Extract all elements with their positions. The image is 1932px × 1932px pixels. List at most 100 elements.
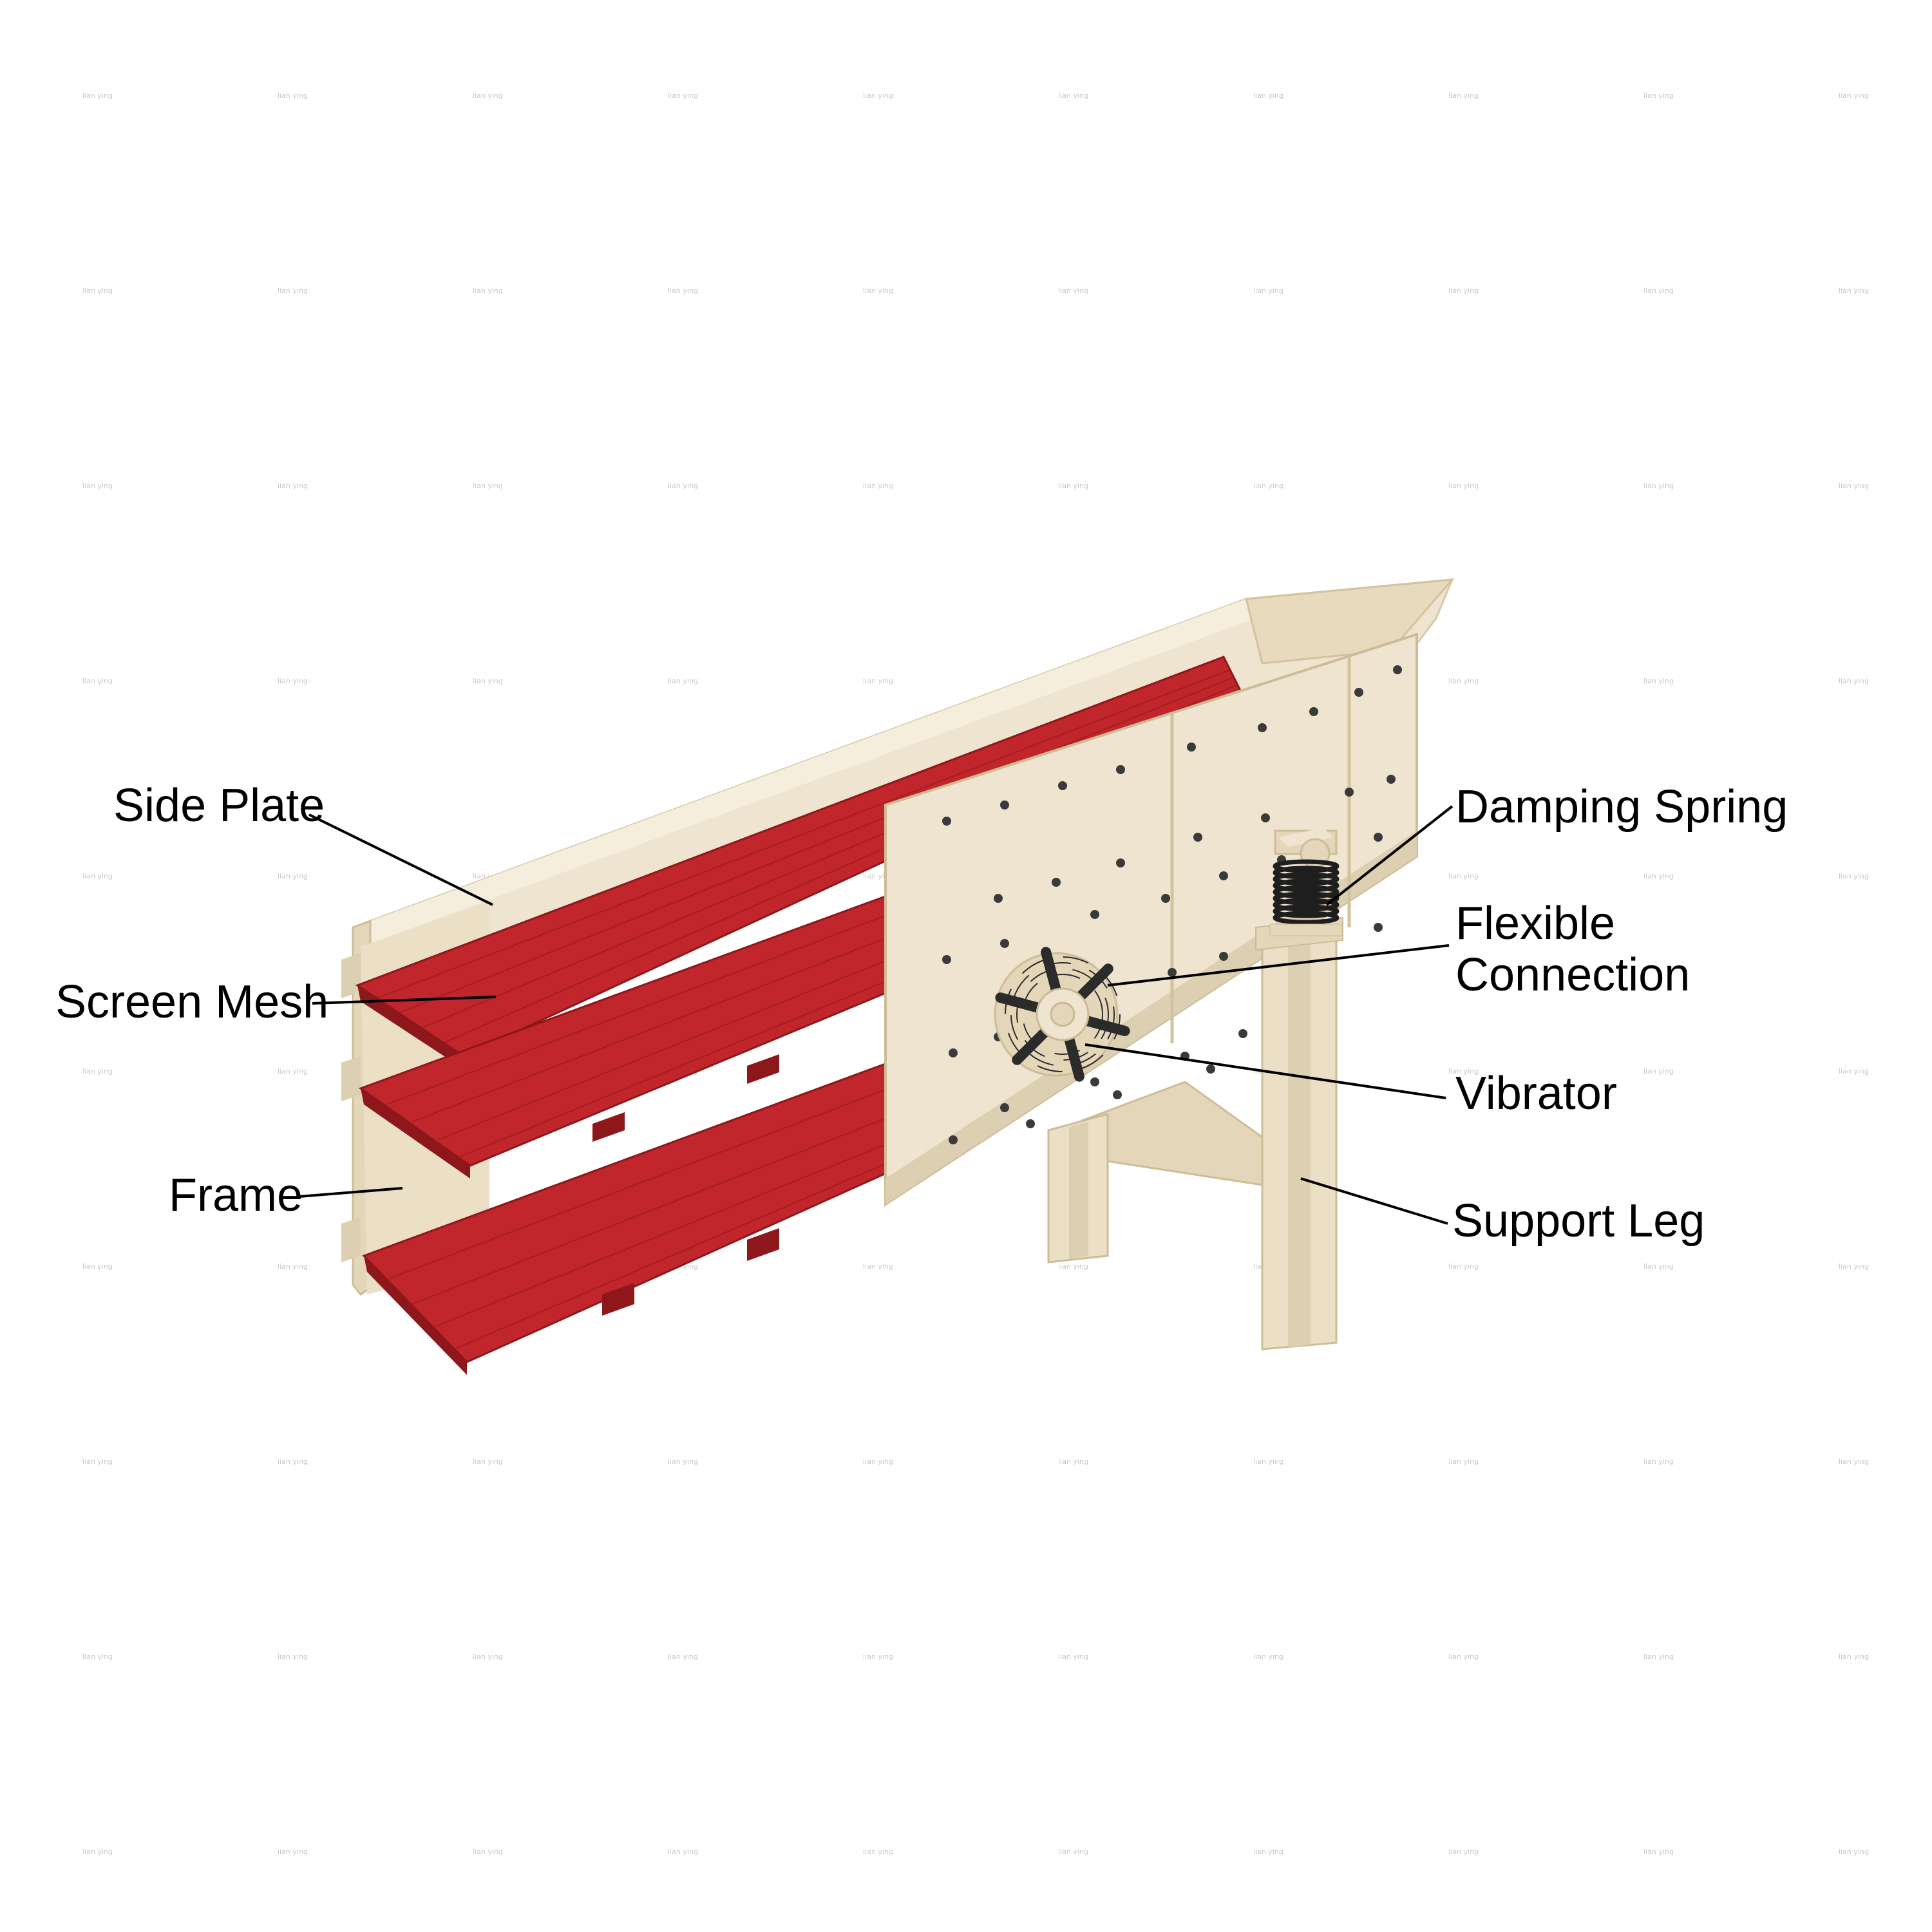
bolt [1354,688,1363,697]
frame-notch-3 [341,1217,361,1262]
watermark: lian ying [1839,91,1869,100]
watermark: lian ying [278,872,308,880]
watermark: lian ying [82,1653,113,1661]
spring-coil [1273,911,1340,925]
watermark: lian ying [1643,1262,1674,1271]
spring-coils [1269,859,1343,936]
label-frame: Frame [169,1170,303,1221]
spring-coil [1273,866,1340,880]
bolt [1393,665,1402,674]
watermark: lian ying [278,1457,308,1466]
watermark: lian ying [1058,482,1088,490]
bolt [1000,939,1009,948]
watermark: lian ying [473,1653,503,1661]
watermark: lian ying [82,872,113,880]
watermark: lian ying [1839,872,1869,880]
frame-notch-2 [341,1056,361,1101]
watermark: lian ying [1839,1262,1869,1271]
watermark: lian ying [1058,1848,1088,1856]
damping-spring [1269,828,1343,936]
watermark: lian ying [1839,1067,1869,1075]
watermark: lian ying [278,1262,308,1271]
label-vibrator: Vibrator [1455,1068,1617,1119]
watermark: lian ying [863,677,893,685]
watermark: lian ying [1839,1653,1869,1661]
watermark: lian ying [668,1848,698,1856]
watermark: lian ying [473,287,503,295]
watermark: lian ying [1643,872,1674,880]
watermark: lian ying [1448,677,1479,685]
vibrator-fin [1016,968,1109,1061]
bolt [1374,923,1383,932]
watermark-layer: lian ying lian ying lian ying lian ying lian… [82,91,1869,1856]
bolt [1238,1029,1247,1038]
watermark: lian ying [1253,1848,1283,1856]
label-side-plate: Side Plate [113,780,325,831]
vibrator-fin [1005,956,1121,1072]
label-support-leg: Support Leg [1452,1195,1705,1247]
watermark: lian ying [668,1653,698,1661]
watermark: lian ying [863,1848,893,1856]
watermark: lian ying [473,482,503,490]
watermark: lian ying [1643,1653,1674,1661]
watermark: lian ying [668,91,698,100]
watermark: lian ying [278,287,308,295]
vibrator-fin [1022,974,1103,1055]
watermark: lian ying [1058,1262,1088,1271]
leader-frame [299,1187,403,1198]
spring-coil [1273,904,1340,918]
watermark: lian ying [863,1262,893,1271]
watermark: lian ying [1839,1848,1869,1856]
watermark: lian ying [1448,1653,1479,1661]
watermark: lian ying [1253,1653,1283,1661]
watermark: lian ying [82,1067,113,1075]
bolt [1116,858,1125,867]
frame-notch-1 [341,953,361,998]
leader-screen-mesh [312,996,497,1005]
watermark: lian ying [1058,1653,1088,1661]
bolt [1187,743,1196,752]
watermark: lian ying [1643,91,1674,100]
watermark: lian ying [278,91,308,100]
bolt [994,894,1003,903]
watermark: lian ying [1643,677,1674,685]
spring-coil [1273,872,1340,886]
bolt [1258,723,1267,732]
leader-side-plate [308,813,493,906]
bolt [1219,871,1228,880]
bolt [1090,1077,1099,1086]
watermark: lian ying [1448,872,1479,880]
watermark: lian ying [82,1457,113,1466]
bolt [1374,833,1383,842]
watermark: lian ying [278,1067,308,1075]
watermark: lian ying [668,287,698,295]
watermark: lian ying [1253,287,1283,295]
bolt [949,1135,958,1144]
watermark: lian ying [1448,1848,1479,1856]
leader-vibrator [1084,1043,1446,1099]
screen-mesh-deck-2 [358,893,890,1179]
watermark: lian ying [1058,1457,1088,1466]
spring-coil [1273,859,1340,873]
leader-damping-spring [1325,805,1454,906]
watermark: lian ying [1643,1067,1674,1075]
watermark: lian ying [82,677,113,685]
label-damping-spring: Damping Spring [1455,781,1788,833]
label-screen-mesh: Screen Mesh [55,976,328,1028]
bolt [1168,968,1177,977]
watermark: lian ying [863,287,893,295]
spring-coil [1273,898,1340,912]
vibrating-screen-machine [341,578,1455,1375]
bolt [942,955,951,964]
bolt [1000,800,1009,810]
watermark: lian ying [668,677,698,685]
watermark: lian ying [863,91,893,100]
watermark: lian ying [473,1848,503,1856]
watermark: lian ying [278,1653,308,1661]
watermark: lian ying [863,1653,893,1661]
watermark: lian ying [1839,287,1869,295]
spring-coil [1273,878,1340,893]
watermark: lian ying [1253,1457,1283,1466]
watermark: lian ying [473,91,503,100]
